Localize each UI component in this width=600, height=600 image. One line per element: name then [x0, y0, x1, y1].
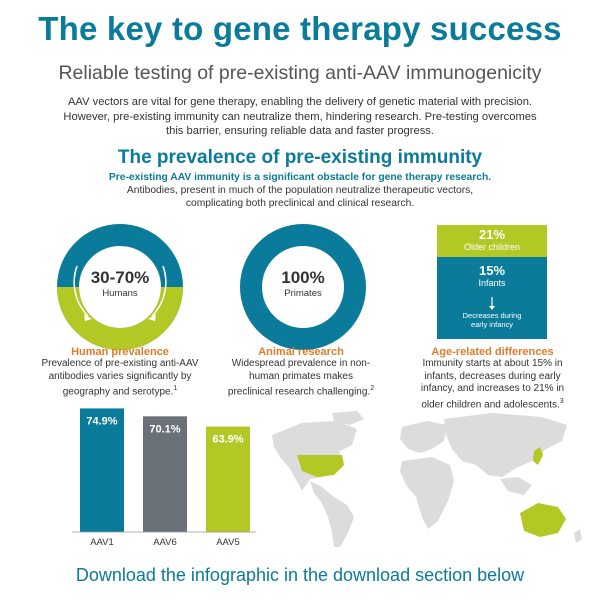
- section-title: The prevalence of pre-existing immunity: [117, 147, 483, 168]
- range-arc-right: [151, 265, 167, 317]
- arrow-right-icon: [148, 314, 156, 321]
- trend-line-1: Decreases during: [462, 311, 522, 320]
- bar-aav6: [143, 416, 187, 532]
- bar-value-label: 70.1%: [149, 423, 180, 435]
- page-subtitle: Reliable testing of pre-existing anti-AA…: [58, 62, 542, 84]
- asia: [444, 413, 567, 477]
- section-lead: Pre-existing AAV immunity is a significa…: [108, 172, 492, 183]
- bar-aav5: [206, 426, 250, 532]
- primate-ring: [240, 224, 366, 350]
- human-text: Prevalence of pre-existing anti-AAV anti…: [41, 358, 199, 398]
- bar-category-label: AAV5: [216, 537, 240, 548]
- human-heading: Human prevalence: [71, 346, 169, 358]
- bar-category-label: AAV6: [153, 537, 177, 548]
- europe: [400, 421, 447, 453]
- africa: [400, 457, 454, 529]
- arrow-down-icon: [489, 297, 495, 310]
- older-children-label: Older children: [463, 242, 521, 252]
- primate-ring-value: 100%: [281, 268, 325, 287]
- intro-paragraph: AAV vectors are vital for gene therapy, …: [63, 96, 537, 137]
- older-children-value: 21%: [478, 227, 506, 242]
- primate-ring-label: Primates: [284, 288, 322, 299]
- infants-value: 15%: [478, 263, 506, 278]
- bar-aav1: [80, 408, 124, 532]
- animal-caption: Animal research Widespread prevalence in…: [226, 346, 376, 399]
- age-text: Immunity starts at about 15% in infants,…: [420, 358, 565, 410]
- human-ring-value: 30-70%: [90, 268, 150, 287]
- human-ring-chart: [57, 224, 183, 350]
- world-map: [272, 411, 582, 547]
- bar-value-label: 63.9%: [212, 434, 243, 446]
- trend-line-2: early infancy: [470, 320, 514, 329]
- human-ring-label: Humans: [102, 288, 138, 299]
- age-caption: Age-related differences Immunity starts …: [415, 346, 570, 411]
- animal-ref: 2: [370, 385, 375, 392]
- human-caption: Human prevalence Prevalence of pre-exist…: [40, 346, 200, 399]
- new-zealand: [574, 529, 582, 543]
- human-ref: 1: [173, 385, 178, 392]
- older-children-box: 21% Older children: [437, 225, 547, 257]
- greenland: [332, 411, 364, 425]
- animal-text: Widespread prevalence in non-human prima…: [227, 358, 371, 398]
- southeast-asia: [500, 477, 532, 495]
- australia-highlight: [520, 503, 566, 537]
- south-america: [310, 481, 354, 547]
- usa-highlight: [297, 455, 344, 477]
- range-arc-left: [73, 265, 89, 317]
- human-ring-range-segment: [57, 286, 183, 350]
- infants-label: Infants: [478, 278, 506, 288]
- infants-box: 15% Infants Decreases during early infan…: [437, 257, 547, 339]
- animal-heading: Animal research: [258, 346, 344, 358]
- primate-ring-chart: [240, 224, 366, 350]
- arrow-left-icon: [84, 314, 92, 321]
- bar-value-label: 74.9%: [86, 415, 117, 427]
- age-heading: Age-related differences: [431, 346, 554, 358]
- serotype-bar-chart: 74.9% AAV1 70.1% AAV6 63.9% AAV5: [72, 408, 256, 548]
- age-ref: 3: [559, 397, 564, 405]
- bar-category-label: AAV1: [90, 537, 114, 548]
- section-body: Antibodies, present in much of the popul…: [126, 185, 474, 209]
- download-cta[interactable]: Download the infographic in the download…: [75, 565, 525, 585]
- japan-highlight: [533, 447, 543, 465]
- page-title: The key to gene therapy success: [38, 10, 562, 47]
